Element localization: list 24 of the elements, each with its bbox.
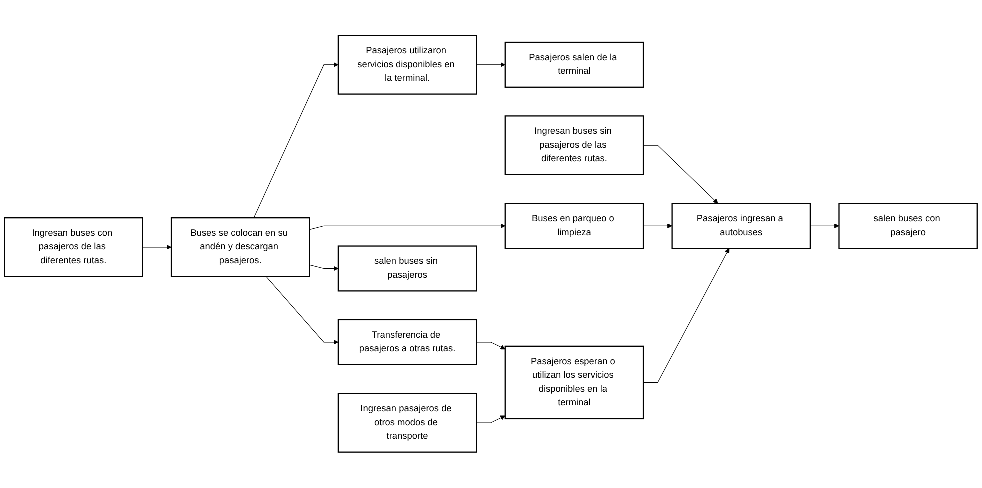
arrow [476, 62, 506, 68]
arrow [309, 264, 339, 272]
node-box: Ingresan pasajeros de otros modos de transporte [338, 393, 478, 453]
arrow [643, 224, 673, 229]
arrow [643, 248, 730, 383]
node-box: Ingresan buses con pasajeros de las diferentes rutas. [4, 218, 144, 278]
arrow [643, 145, 718, 204]
arrow [309, 224, 506, 230]
node-box: Transferencia de pasajeros a otras rutas. [338, 319, 478, 366]
arrow [142, 244, 172, 250]
node-box: salen buses con pasajero [838, 203, 978, 250]
arrow [254, 62, 339, 218]
arrow [810, 224, 840, 229]
node-box: Pasajeros ingresan a autobuses [672, 203, 812, 250]
node-box: salen buses sin pasajeros [338, 246, 478, 292]
node-box: Pasajeros salen de la terminal [504, 42, 644, 88]
node-box: Buses en parqueo o limpieza [504, 203, 644, 250]
node-box: Pasajeros esperan o utilizan los servicios disponibles en la terminal [504, 346, 644, 420]
arrow [266, 276, 339, 345]
node-box: Buses se colocan en su andén y descargan pasajeros. [170, 218, 310, 278]
node-box: Ingresan buses sin pasajeros de las diferentes rutas. [504, 116, 644, 176]
node-box: Pasajeros utilizaron servicios disponibles en la terminal. [338, 35, 478, 95]
arrow [476, 342, 506, 350]
arrow [476, 416, 506, 424]
